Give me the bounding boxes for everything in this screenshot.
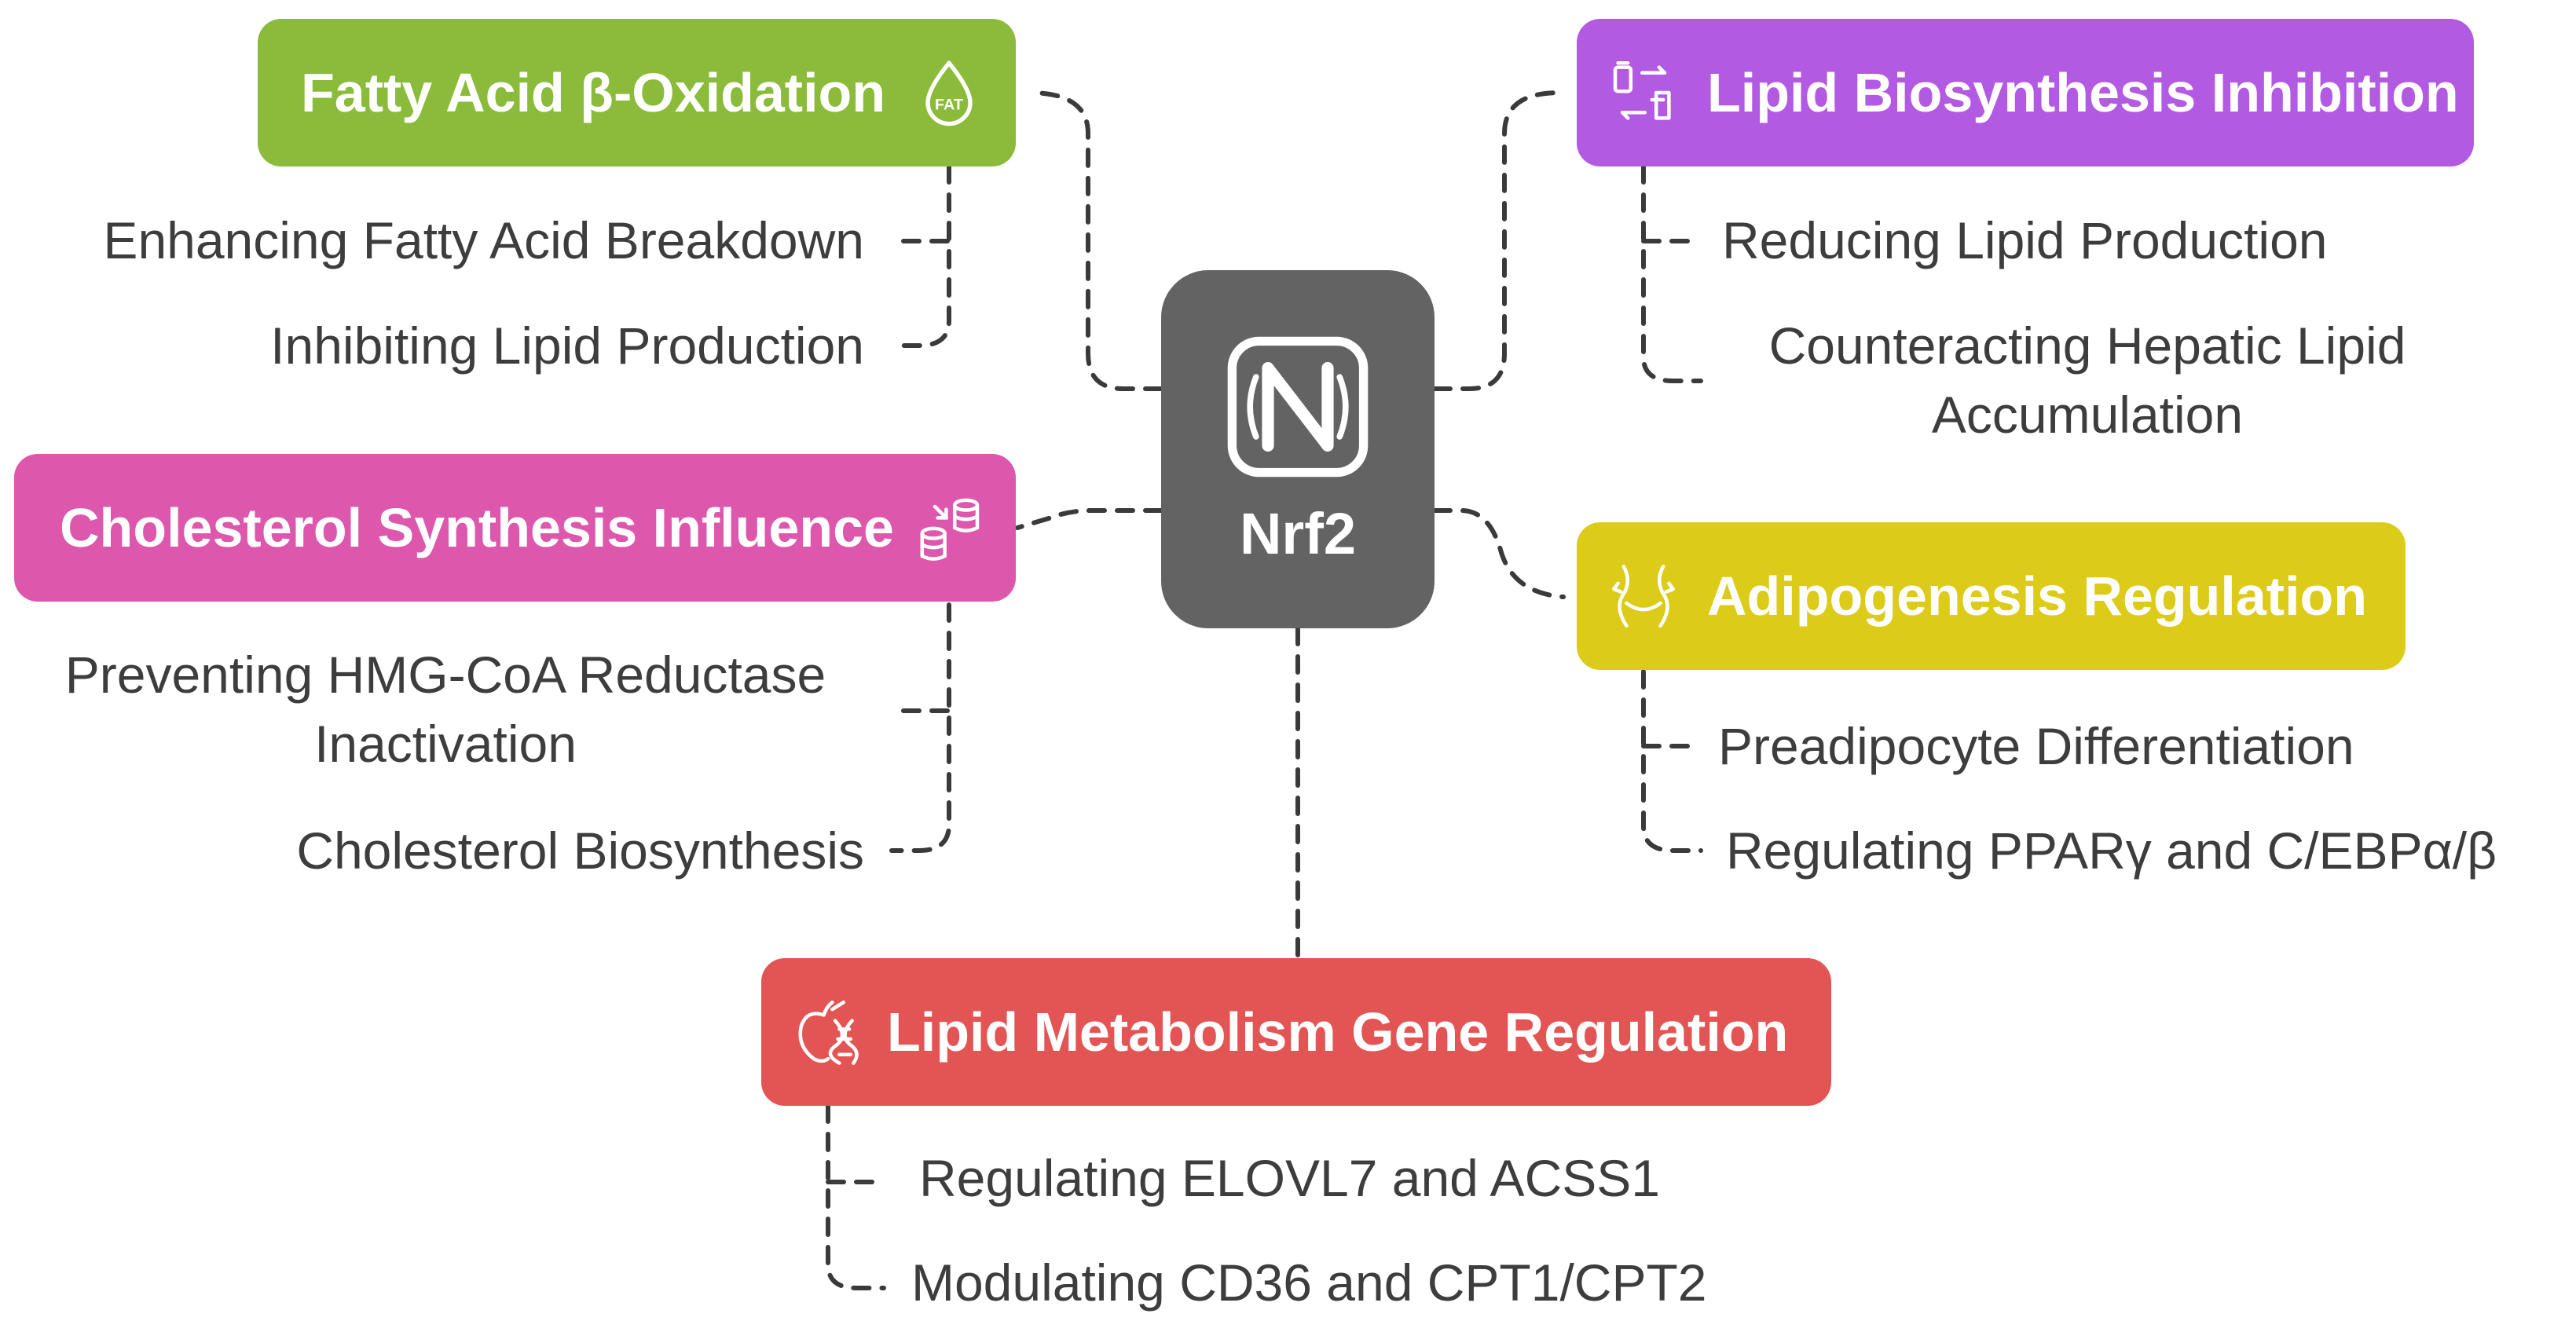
cholesterol-item-1: Preventing HMG-CoA Reductase Inactivatio… xyxy=(64,646,826,773)
node-title: Lipid Biosynthesis Inhibition xyxy=(1707,62,2459,123)
dna-apple-icon xyxy=(793,997,863,1067)
exchange-icon xyxy=(1608,57,1679,128)
center-label: Nrf2 xyxy=(1239,500,1357,566)
fatty-acid-item-2: Inhibiting Lipid Production xyxy=(270,317,864,375)
node-adipogenesis-regulation: Adipogenesis Regulation xyxy=(1577,522,2406,670)
node-title: Adipogenesis Regulation xyxy=(1707,565,2368,627)
nrf2-logo-icon xyxy=(1227,336,1369,477)
connector-cholesterol xyxy=(1015,508,1163,530)
node-title: Cholesterol Synthesis Influence xyxy=(60,497,894,558)
connector-adipogenesis xyxy=(1432,508,1566,599)
connector-lipid-biosynthesis xyxy=(1432,90,1562,391)
node-fatty-acid-oxidation: Fatty Acid β-Oxidation FAT xyxy=(258,19,1016,166)
waist-icon xyxy=(1608,561,1679,631)
node-lipid-metabolism-gene-regulation: Lipid Metabolism Gene Regulation xyxy=(761,958,1831,1106)
connector-fatty-acid xyxy=(1031,90,1163,391)
adipogenesis-item-1: Preadipocyte Differentiation xyxy=(1718,717,2354,775)
database-transfer-icon xyxy=(914,492,984,563)
svg-text:FAT: FAT xyxy=(935,97,963,114)
adipogenesis-item-2: Regulating PPARγ and C/EBPα/β xyxy=(1726,822,2497,880)
node-lipid-biosynthesis-inhibition: Lipid Biosynthesis Inhibition xyxy=(1577,19,2474,166)
node-title: Fatty Acid β-Oxidation xyxy=(301,62,886,123)
cholesterol-item-2: Cholesterol Biosynthesis xyxy=(296,822,864,880)
center-node-nrf2: Nrf2 xyxy=(1161,270,1435,628)
fatty-acid-item-1: Enhancing Fatty Acid Breakdown xyxy=(103,211,864,269)
gene-regulation-item-1: Regulating ELOVL7 and ACSS1 xyxy=(919,1149,1660,1207)
lipid-biosynthesis-item-1: Reducing Lipid Production xyxy=(1722,211,2328,269)
fat-drop-icon: FAT xyxy=(914,57,984,128)
gene-regulation-item-2: Modulating CD36 and CPT1/CPT2 xyxy=(911,1253,1707,1312)
node-title: Lipid Metabolism Gene Regulation xyxy=(887,1001,1789,1063)
lipid-biosynthesis-item-2: Counteracting Hepatic Lipid Accumulation xyxy=(1768,317,2406,444)
node-cholesterol-synthesis-influence: Cholesterol Synthesis Influence xyxy=(14,454,1016,602)
